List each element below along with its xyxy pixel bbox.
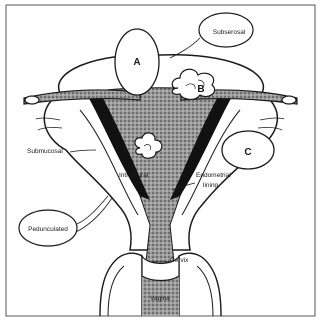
label-submucosal: Submucosal <box>27 148 63 155</box>
vaginal-wall-left <box>100 253 142 316</box>
marker-a: A <box>133 57 140 68</box>
marker-c: C <box>244 147 251 158</box>
label-subserosal: Subserosal <box>213 29 246 36</box>
label-endometrial-lining-1: Endometrial <box>196 172 231 179</box>
label-pedunculated: Pedunculated <box>28 226 68 233</box>
label-intramural: Intramural <box>119 172 149 179</box>
label-cervix: Cervix <box>170 257 189 264</box>
tube-end-right <box>282 96 296 104</box>
label-vagina: Vagina <box>150 295 170 302</box>
label-endometrial-lining-2: lining <box>203 182 219 189</box>
marker-b: B <box>197 84 204 95</box>
tube-end-left <box>25 96 39 104</box>
